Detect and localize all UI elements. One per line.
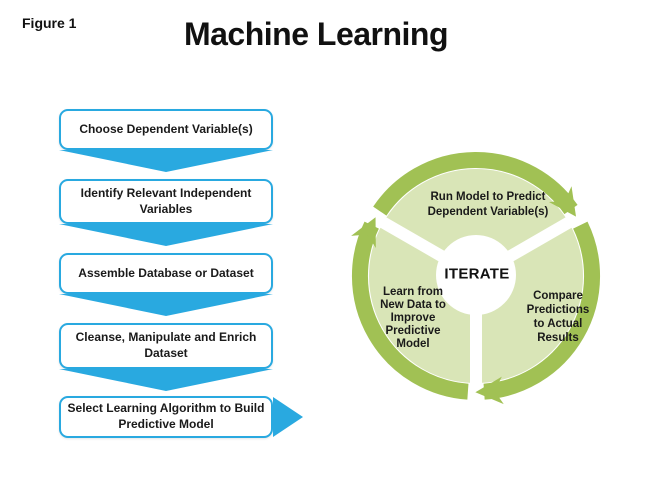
flow-step-identify-independent-variables: Identify Relevant Independent Variables	[59, 179, 273, 224]
down-arrow-icon	[59, 224, 273, 246]
cycle-center-hub	[436, 235, 516, 315]
right-arrow-icon	[273, 397, 303, 437]
flow-step-choose-dependent-variables: Choose Dependent Variable(s)	[59, 109, 273, 150]
cycle-arrow-top	[373, 152, 578, 217]
cycle-center-label: ITERATE	[444, 265, 510, 283]
cycle-arrow-left	[351, 217, 469, 400]
cycle-segment-learn-from-new-data: Learn from New Data to Improve Predictiv…	[380, 286, 446, 350]
down-arrow-icon	[59, 369, 273, 391]
down-arrow-icon	[59, 294, 273, 316]
flow-step-assemble-database: Assemble Database or Dataset	[59, 253, 273, 294]
page-title: Machine Learning	[183, 16, 449, 52]
cycle-arrow-right	[475, 221, 601, 405]
figure-label: Figure 1	[22, 15, 77, 31]
cycle-segment-compare-predictions: Compare Predictions to Actual Results	[526, 290, 590, 344]
flow-step-cleanse-manipulate-enrich: Cleanse, Manipulate and Enrich Dataset	[59, 323, 273, 369]
down-arrow-icon	[59, 150, 273, 172]
flow-step-select-learning-algorithm: Select Learning Algorithm to Build Predi…	[59, 396, 273, 438]
cycle-segment-run-model: Run Model to Predict Dependent Variable(…	[427, 191, 549, 218]
